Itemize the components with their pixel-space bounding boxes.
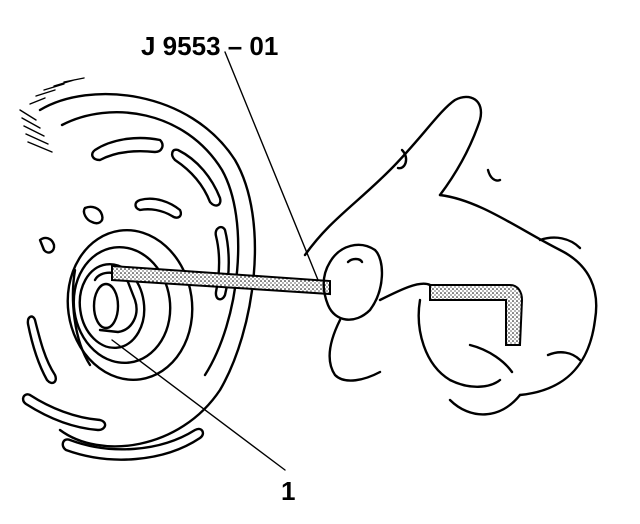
tool-label: J 9553 – 01	[141, 31, 278, 61]
leader-lines	[111, 51, 319, 471]
pulley-slots	[21, 136, 230, 461]
pulley-rim	[38, 92, 257, 448]
hand	[303, 95, 598, 416]
hub-assembly	[66, 229, 194, 381]
pulley-hatching	[19, 77, 85, 153]
callout-label: 1	[281, 476, 295, 506]
hex-wrench	[111, 264, 524, 346]
